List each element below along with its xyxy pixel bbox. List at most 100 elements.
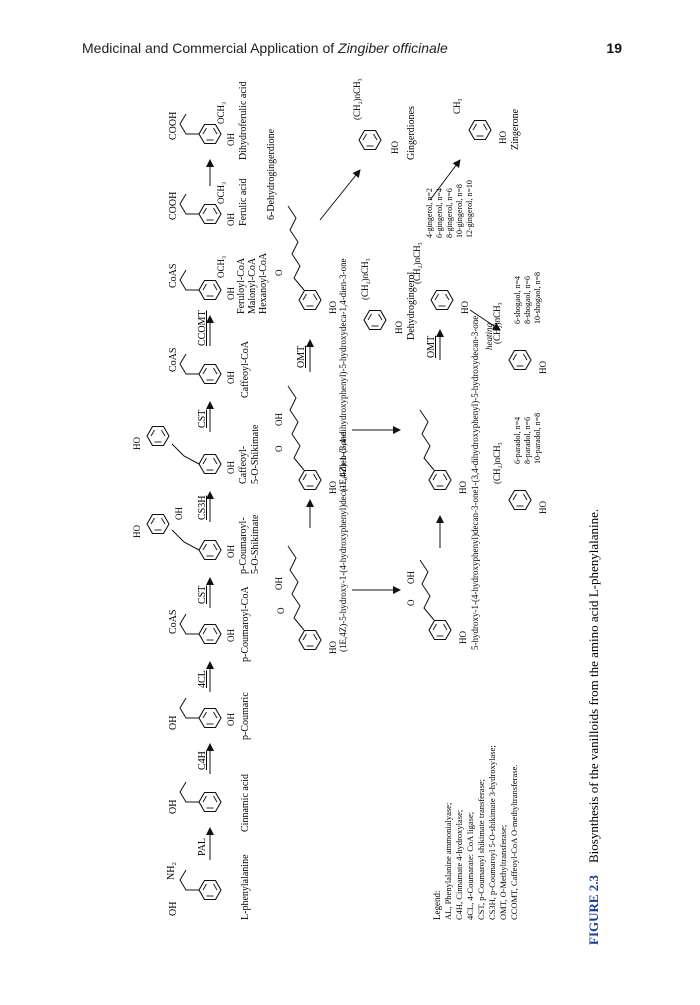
paradol-2: 8-paradol, n=6 bbox=[523, 417, 532, 464]
atom-oh: OH bbox=[168, 716, 179, 730]
legend-entry: AL, Phenylalanine ammonialyase; bbox=[443, 803, 453, 920]
atom-oh: OH bbox=[168, 800, 179, 814]
enzyme-4cl: 4CL bbox=[197, 670, 208, 688]
svg-text:HO: HO bbox=[498, 131, 508, 144]
atom-nh2: NH₂ bbox=[166, 862, 177, 880]
compound-ferulic-acid: Ferulic acid bbox=[238, 179, 249, 226]
atom-och3: OCH₃ bbox=[216, 182, 226, 204]
gingerol-2: 6-gingerol, n=4 bbox=[435, 188, 444, 238]
compound-dihydroferulic-acid: Dihydroferulic acid bbox=[238, 81, 249, 160]
shogaol-3: 10-shogaol, n=8 bbox=[533, 272, 542, 324]
svg-text:5-O-Shikimate: 5-O-Shikimate bbox=[250, 424, 261, 484]
shogaol-1: 6-shogaol, n=4 bbox=[513, 276, 522, 324]
compound-zingerone: Zingerone bbox=[510, 108, 521, 150]
condition-heating: heating bbox=[484, 323, 494, 350]
svg-text:HO: HO bbox=[458, 631, 468, 644]
atom-ho: HO bbox=[132, 525, 142, 538]
svg-text:HO: HO bbox=[458, 481, 468, 494]
enzyme-pal: PAL bbox=[197, 838, 208, 856]
gingerol-5: 12-gingerol, n=10 bbox=[465, 180, 474, 238]
compound-p-coumaroyl-shikimate: p-Coumaroyl- bbox=[238, 517, 249, 574]
svg-text:O: O bbox=[274, 269, 284, 276]
svg-text:OH: OH bbox=[274, 413, 284, 426]
svg-text:OH: OH bbox=[406, 571, 416, 584]
svg-text:HO: HO bbox=[328, 641, 338, 654]
compound-dehydrogingerdione: 6-Dehydrogingerdione bbox=[266, 128, 277, 220]
compound-dehydrogingerol: Dehydrogingerol bbox=[406, 271, 417, 340]
figure-label: FIGURE 2.3 bbox=[586, 874, 601, 945]
svg-text:HO: HO bbox=[538, 361, 548, 374]
legend-entry: CST, p-Coumaroyl shikimate transferase; bbox=[476, 779, 486, 920]
atom-cooh: COOH bbox=[168, 112, 179, 140]
atom-oh: OH bbox=[226, 629, 236, 642]
legend-title: Legend: bbox=[432, 891, 442, 921]
svg-text:(CH₂)nCH₃: (CH₂)nCH₃ bbox=[412, 242, 422, 284]
compound-p-coumaric: p-Coumaric bbox=[240, 692, 251, 740]
running-header: Medicinal and Commercial Application of … bbox=[82, 40, 622, 64]
enzyme-cst-2: CST bbox=[197, 410, 208, 428]
row-phenylpropanoid: OH NH₂ L-phenylalanine PAL OH Cinnamic a… bbox=[132, 81, 269, 920]
atom-oh: OH bbox=[226, 461, 236, 474]
svg-text:HO: HO bbox=[538, 501, 548, 514]
legend: Legend: AL, Phenylalanine ammonialyase; … bbox=[432, 745, 519, 920]
compound-caffeoyl-coa: Caffeoyl-CoA bbox=[240, 340, 251, 398]
shogaol-2: 8-shogaol, n=6 bbox=[523, 276, 532, 324]
compound-cinnamic-acid: Cinnamic acid bbox=[240, 774, 251, 832]
compound-gingerdiones: Gingerdiones bbox=[406, 106, 417, 160]
legend-entry: OMT, O-Methyltransferase; bbox=[498, 825, 508, 920]
svg-text:HO: HO bbox=[460, 301, 470, 314]
page-number: 19 bbox=[606, 40, 622, 56]
compound-p-coumaroyl-coa: p-Coumaroyl-CoA bbox=[240, 586, 251, 662]
compound-hydroxyphenyl-decadienone: (1E,4Z)-5-hydroxy-1-(4-hydroxyphenyl)dec… bbox=[338, 432, 348, 652]
svg-text:HO: HO bbox=[390, 141, 400, 154]
svg-text:O: O bbox=[406, 599, 416, 606]
svg-text:O: O bbox=[274, 445, 284, 452]
gingerol-4: 10-gingerol, n=8 bbox=[455, 184, 464, 238]
atom-oh: OH bbox=[226, 213, 236, 226]
svg-text:CH₃: CH₃ bbox=[452, 98, 462, 114]
enzyme-cs3h: CS3H bbox=[197, 496, 208, 520]
atom-cooh: COOH bbox=[168, 192, 179, 220]
atom-coas: CoAS bbox=[168, 264, 179, 288]
compound-dihydroxyphenyl-decanone: 1-(3,4-dihydroxyphenyl)-5-hydroxydecan-3… bbox=[470, 316, 480, 490]
legend-entry: 4CL, 4-Coumarate: CoA ligase; bbox=[465, 812, 475, 920]
running-title: Medicinal and Commercial Application of … bbox=[82, 40, 448, 56]
svg-text:HO: HO bbox=[328, 301, 338, 314]
atom-oh: OH bbox=[226, 545, 236, 558]
atom-oh: OH bbox=[226, 133, 236, 146]
enzyme-ccomt: CCOMT bbox=[197, 310, 208, 346]
atom-oh: OH bbox=[226, 371, 236, 384]
row-products: O OH HO 5-hydroxy-1-(4-hydroxyphenyl)dec… bbox=[406, 98, 548, 920]
atom-oh: OH bbox=[226, 713, 236, 726]
paradol-3: 10-paradol, n=8 bbox=[533, 413, 542, 464]
enzyme-omt: OMT bbox=[296, 346, 307, 368]
gingerol-3: 8-gingerol, n=6 bbox=[445, 188, 454, 238]
paradol-1: 6-paradol, n=4 bbox=[513, 417, 522, 464]
atom-coas: CoAS bbox=[168, 610, 179, 634]
atom-och3: OCH₃ bbox=[216, 256, 226, 278]
legend-entry: C4H, Cinnamate 4-hydroxylase; bbox=[454, 810, 464, 920]
atom-ho: HO bbox=[132, 437, 142, 450]
compound-malonyl-coa: Malonyl-CoA bbox=[247, 257, 258, 314]
compound-hexanoyl-coa: Hexanoyl-CoA bbox=[258, 252, 269, 314]
figure-caption: Biosynthesis of the vanilloids from the … bbox=[586, 509, 601, 863]
atom-och3: OCH₃ bbox=[216, 102, 226, 124]
compound-hydroxyphenyl-decanone: 5-hydroxy-1-(4-hydroxyphenyl)decan-3-one bbox=[470, 490, 480, 650]
svg-text:HO: HO bbox=[328, 481, 338, 494]
svg-text:5-O-Shikimate: 5-O-Shikimate bbox=[250, 514, 261, 574]
svg-text:OH: OH bbox=[274, 577, 284, 590]
enzyme-c4h: C4H bbox=[197, 751, 208, 770]
legend-entry: CCOMT, Caffeoyl-CoA O-methyltransferase. bbox=[509, 765, 519, 921]
enzyme-omt-2: OMT bbox=[426, 336, 437, 358]
svg-text:(CH₂)nCH₃: (CH₂)nCH₃ bbox=[352, 78, 362, 120]
row-diarylheptanoid: O OH HO (1E,4Z)-5-hydroxy-1-(4-hydroxyph… bbox=[266, 78, 417, 654]
enzyme-cst: CST bbox=[197, 586, 208, 604]
atom-oh: OH bbox=[174, 507, 184, 520]
atom-oh: OH bbox=[226, 287, 236, 300]
atom-coas: CoAS bbox=[168, 348, 179, 372]
legend-entry: CS3H, p-Coumaroyl 5-O-shikimate 3-hydrox… bbox=[487, 745, 497, 920]
gingerol-1: 4-gingerol, n=2 bbox=[425, 188, 434, 238]
compound-caffeoyl-shikimate: Caffeoyl- bbox=[238, 446, 249, 484]
